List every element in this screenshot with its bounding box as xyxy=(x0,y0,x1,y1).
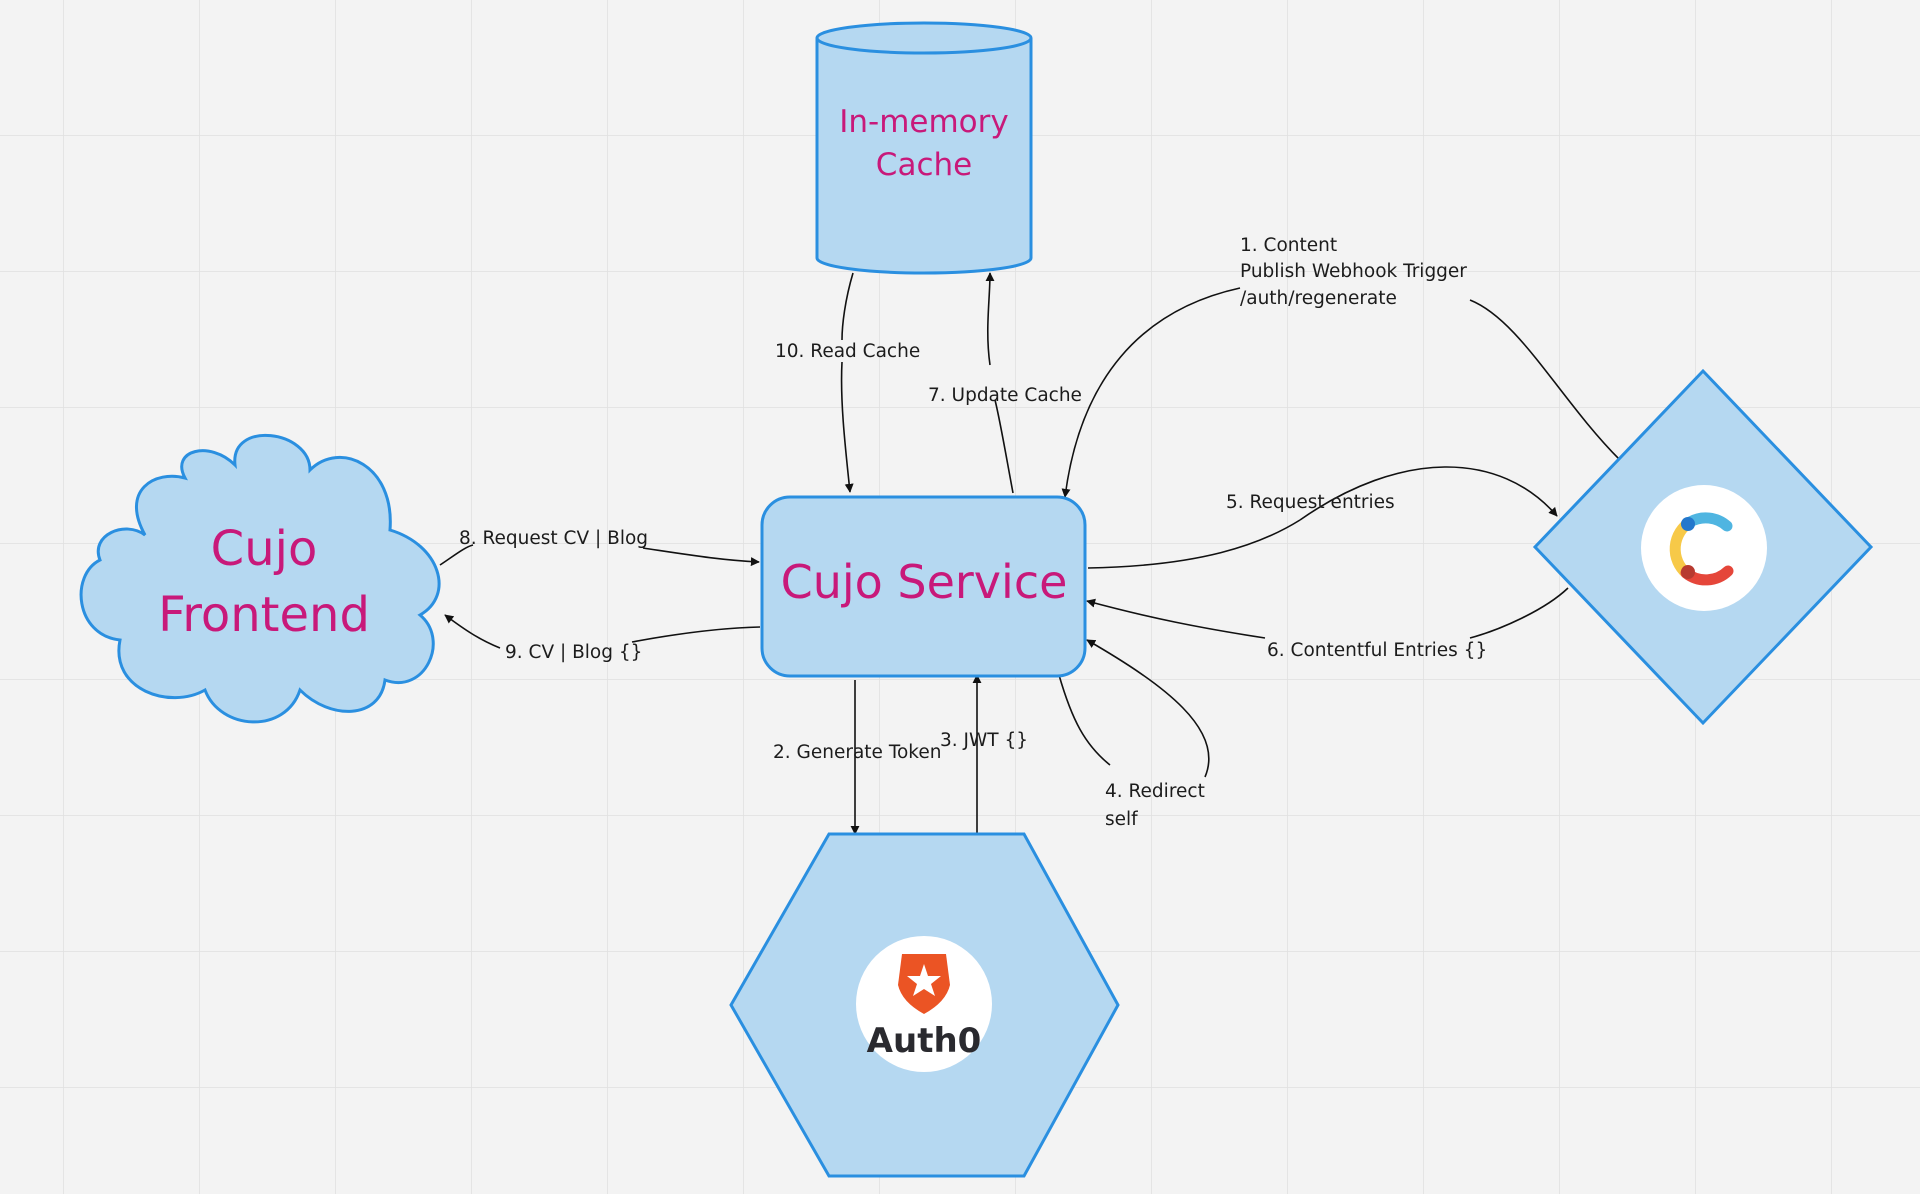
edge-e10-b xyxy=(840,361,854,493)
edge-e10-a xyxy=(841,272,854,341)
edge-e6 xyxy=(1086,587,1569,639)
edge-e4 xyxy=(1058,639,1210,778)
edge-e5 xyxy=(1087,466,1558,569)
edge-e6-b xyxy=(1086,598,1266,639)
edge-e10 xyxy=(840,272,854,493)
edge-e5-a xyxy=(1087,519,1301,569)
edge-e9-a xyxy=(631,626,761,643)
edge-e7-b xyxy=(985,272,995,366)
edge-e1-arrow xyxy=(1061,287,1241,498)
edge-e1-tail xyxy=(1469,299,1621,461)
edge-e9-b xyxy=(444,614,501,649)
edge-e4-in xyxy=(1086,639,1210,778)
edge-e7-label: 7. Update Cache xyxy=(928,385,1082,406)
cache-cylinder-top xyxy=(815,21,1033,55)
edge-e1-label-line1: 1. Content xyxy=(1240,235,1337,256)
service-label: Cujo Service xyxy=(781,555,1068,609)
edge-e8 xyxy=(439,544,760,567)
edge-e4-label-line1: 4. Redirect xyxy=(1105,781,1205,802)
frontend-cloud-shape xyxy=(79,433,441,724)
edge-e7 xyxy=(985,272,1014,494)
edge-e6-a xyxy=(1469,587,1569,639)
service-box xyxy=(760,495,1087,678)
edge-e8-b xyxy=(642,547,760,567)
auth0-logo-text: Auth0 xyxy=(867,1021,982,1061)
service-node[interactable]: Cujo Service xyxy=(760,495,1087,678)
edge-e4-out xyxy=(1058,674,1111,766)
cache-cylinder-body xyxy=(815,38,1033,275)
edge-e9-label: 9. CV | Blog {} xyxy=(505,642,642,663)
frontend-label-line2: Frontend xyxy=(158,587,370,643)
edge-e1-label-line2: Publish Webhook Trigger xyxy=(1240,261,1467,282)
edge-e10-label: 10. Read Cache xyxy=(775,341,920,362)
edge-e3-label: 3. JWT {} xyxy=(940,730,1028,751)
edge-e8-label: 8. Request CV | Blog xyxy=(459,528,648,549)
edge-e1 xyxy=(1061,287,1621,498)
edge-e8-a xyxy=(439,544,474,566)
edge-e4-label-line2: self xyxy=(1105,809,1138,830)
cache-label-line1: In-memory xyxy=(839,104,1009,140)
frontend-label-line1: Cujo xyxy=(211,521,318,577)
edge-e6-label: 6. Contentful Entries {} xyxy=(1267,640,1487,661)
contentful-logo-icon xyxy=(1641,485,1767,611)
auth0-logo-icon: Auth0 xyxy=(856,936,992,1072)
contentful-node[interactable] xyxy=(1532,368,1874,726)
frontend-node[interactable]: Cujo Frontend xyxy=(79,433,441,724)
cache-node[interactable]: In-memory Cache xyxy=(815,21,1033,275)
edge-e1-label-line3: /auth/regenerate xyxy=(1240,288,1397,309)
auth0-node[interactable]: Auth0 xyxy=(729,832,1120,1178)
edge-e2-label: 2. Generate Token xyxy=(773,742,941,763)
edge-e7-a xyxy=(994,399,1014,494)
edge-e9 xyxy=(444,614,761,649)
edge-e5-label: 5. Request entries xyxy=(1226,492,1395,513)
cache-label-line2: Cache xyxy=(876,147,972,183)
edge-e5-b xyxy=(1299,466,1558,521)
